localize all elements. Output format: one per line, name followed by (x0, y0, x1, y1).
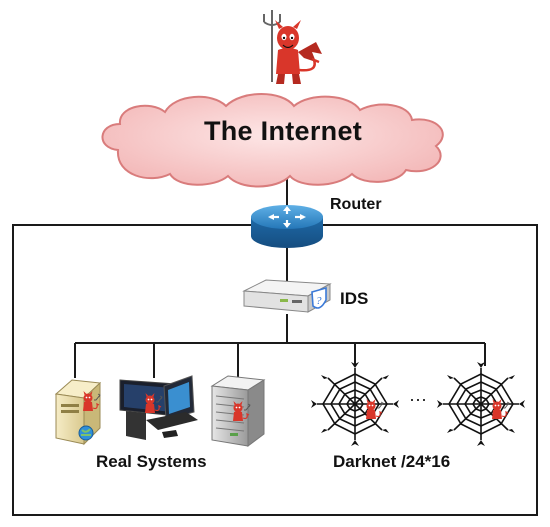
ids-label: IDS (340, 289, 369, 308)
router-label: Router (330, 196, 382, 213)
darknet-label: Darknet /24*16 (333, 452, 451, 471)
real-systems-label: Real Systems (96, 452, 207, 471)
workstation-icon (119, 375, 198, 440)
devil-attacker-icon (263, 10, 322, 84)
ids-appliance-icon: ? (242, 279, 332, 313)
cloud-icon (101, 93, 444, 188)
server-icon (54, 379, 102, 446)
darknet-ellipsis: ··· (409, 389, 427, 409)
tower-server-icon (210, 375, 266, 447)
spider-web-icon (436, 361, 526, 447)
internet-label: The Internet (203, 116, 363, 146)
router-icon (251, 205, 323, 248)
network-boundary (12, 224, 538, 516)
spider-web-icon (310, 361, 400, 447)
svg-text:?: ? (316, 295, 322, 307)
